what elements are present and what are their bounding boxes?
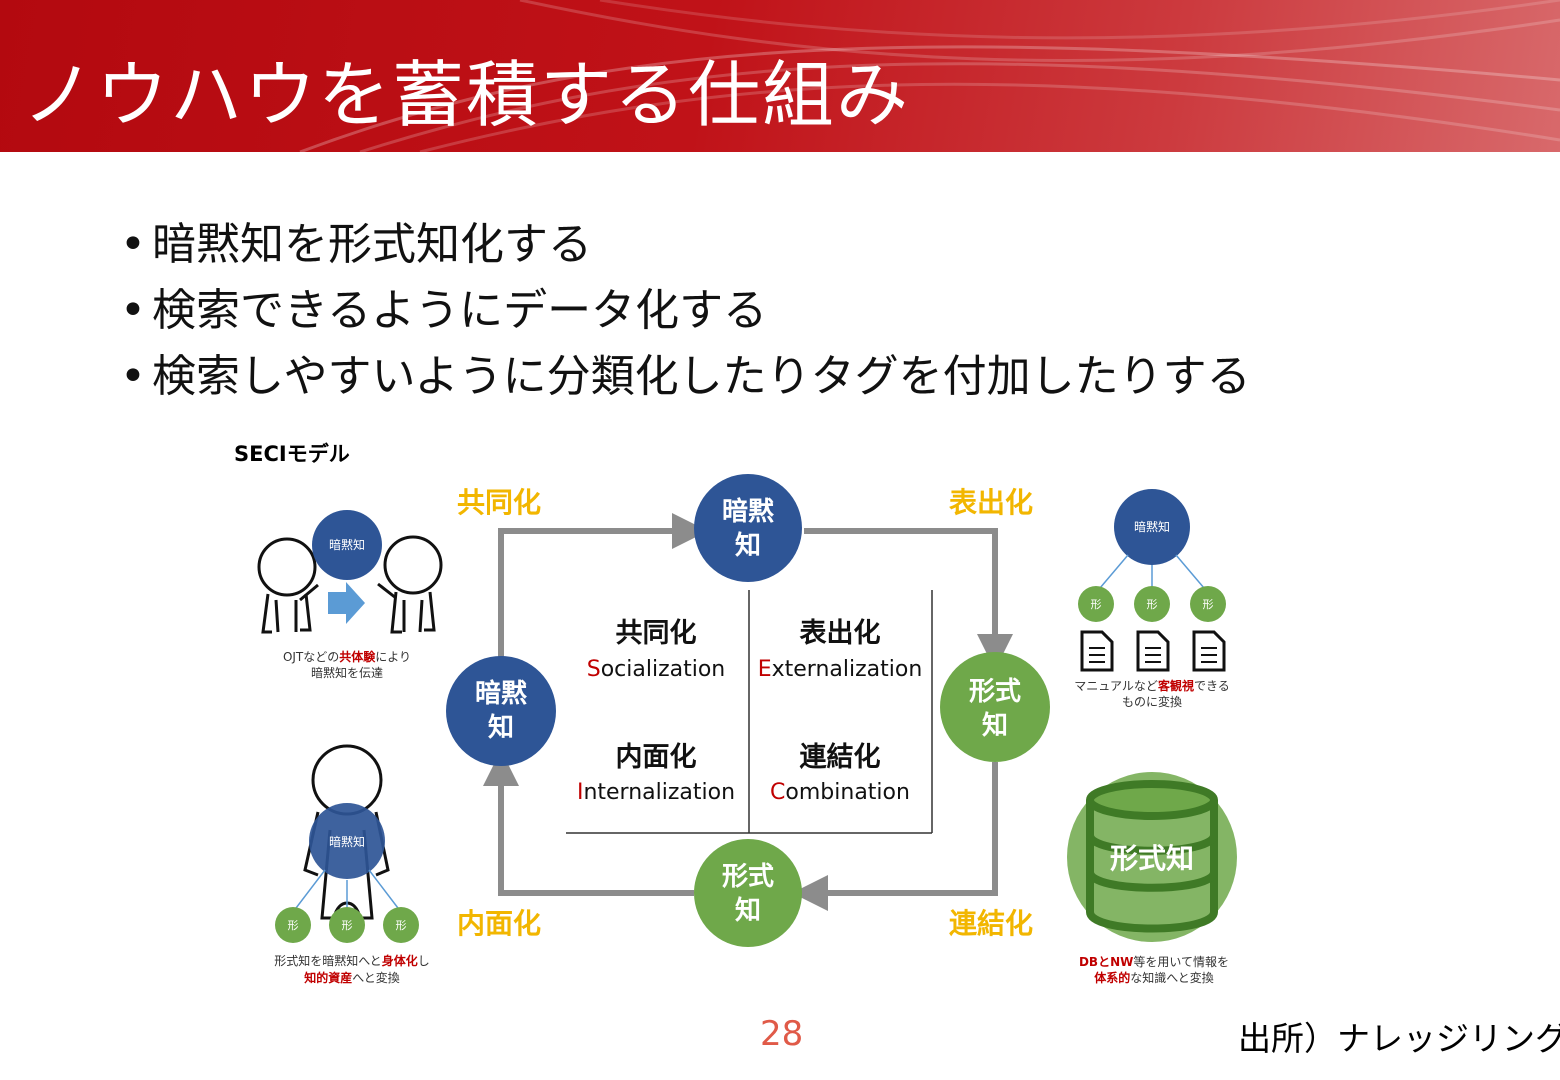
svg-text:形式: 形式 xyxy=(969,677,1021,707)
svg-text:内面化: 内面化 xyxy=(616,742,697,773)
internalization-illustration: 暗黙知 形 形 形 形式知を暗黙知へと身体化し 知的資産へと変換 xyxy=(274,744,430,985)
quadrant-externalization: 表出化 Externalization xyxy=(758,618,923,682)
svg-text:形式知: 形式知 xyxy=(1110,842,1194,875)
svg-text:共同化: 共同化 xyxy=(616,618,697,649)
page-number: 28 xyxy=(760,1014,804,1054)
title-banner: ノウハウを蓄積する仕組み xyxy=(0,0,1560,152)
corner-label-combination: 連結化 xyxy=(949,907,1033,940)
svg-text:DBとNW等を用いて情報を: DBとNW等を用いて情報を xyxy=(1079,955,1229,969)
source-citation: 出所）ナレッジリング xyxy=(1238,1019,1560,1058)
tacit-bubble-icon: 暗黙知 xyxy=(312,510,382,580)
person-right-icon xyxy=(377,535,443,634)
corner-label-socialization: 共同化 xyxy=(457,486,541,519)
svg-text:表出化: 表出化 xyxy=(800,618,881,649)
explicit-node-icon: 形 xyxy=(1134,586,1170,622)
svg-text:連結化: 連結化 xyxy=(800,741,881,773)
quadrant-internalization: 内面化 Internalization xyxy=(577,742,735,805)
header-wave-decoration xyxy=(299,0,1560,152)
explicit-node-icon: 形 xyxy=(275,907,311,943)
document-icon xyxy=(1080,630,1114,672)
document-icon xyxy=(1192,630,1226,672)
svg-text:体系的な知識へと変換: 体系的な知識へと変換 xyxy=(1094,970,1213,985)
svg-text:Internalization: Internalization xyxy=(577,780,735,805)
bullet-item: 検索しやすいように分類化したりタグを付加したりする xyxy=(120,344,1251,410)
svg-text:暗黙: 暗黙 xyxy=(475,679,527,709)
arrow-top-to-right xyxy=(804,528,1013,670)
circle-explicit-right: 形式 知 xyxy=(940,652,1050,762)
svg-text:知: 知 xyxy=(488,713,514,743)
bullet-item: 暗黙知を形式知化する xyxy=(120,212,1251,278)
bullet-list: 暗黙知を形式知化する 検索できるようにデータ化する 検索しやすいように分類化した… xyxy=(120,212,1251,410)
arrow-right-to-bottom xyxy=(792,762,998,911)
explicit-node-icon: 形 xyxy=(1078,586,1114,622)
tacit-bubble-icon: 暗黙知 xyxy=(1114,489,1190,565)
explicit-node-icon: 形 xyxy=(383,907,419,943)
circle-explicit-bottom: 形式 知 xyxy=(694,839,802,947)
quadrant-combination: 連結化 Combination xyxy=(770,741,910,805)
svg-text:形: 形 xyxy=(1147,598,1158,611)
bullet-item: 検索できるようにデータ化する xyxy=(120,278,1251,344)
svg-text:マニュアルなど客観視できる: マニュアルなど客観視できる xyxy=(1074,678,1229,693)
svg-text:OJTなどの共体験により: OJTなどの共体験により xyxy=(283,649,411,664)
svg-text:知: 知 xyxy=(735,896,761,926)
slide-title: ノウハウを蓄積する仕組み xyxy=(22,53,911,137)
arrow-left-to-top xyxy=(498,513,708,660)
svg-text:Combination: Combination xyxy=(770,780,910,805)
combination-illustration: 形式知 DBとNW等を用いて情報を 体系的な知識へと変換 xyxy=(1067,772,1237,985)
svg-text:知: 知 xyxy=(735,531,761,561)
database-icon: 形式知 xyxy=(1067,772,1237,942)
person-left-icon xyxy=(257,537,319,634)
svg-text:形: 形 xyxy=(1203,598,1214,611)
transfer-arrow-icon xyxy=(328,582,365,624)
svg-text:暗黙知: 暗黙知 xyxy=(329,834,365,849)
svg-text:ものに変換: ものに変換 xyxy=(1122,694,1182,709)
svg-text:暗黙知を伝達: 暗黙知を伝達 xyxy=(311,665,383,680)
svg-text:Externalization: Externalization xyxy=(758,657,923,682)
circle-tacit-left: 暗黙 知 xyxy=(446,656,556,766)
svg-text:形: 形 xyxy=(1091,598,1102,611)
corner-label-internalization: 内面化 xyxy=(457,907,541,940)
socialization-illustration: 暗黙知 OJTなどの共体験により 暗黙知を伝達 xyxy=(257,510,443,680)
corner-label-externalization: 表出化 xyxy=(949,486,1033,519)
explicit-node-icon: 形 xyxy=(329,907,365,943)
svg-text:形: 形 xyxy=(342,919,353,932)
svg-text:形: 形 xyxy=(288,919,299,932)
svg-text:暗黙知: 暗黙知 xyxy=(1134,519,1170,534)
externalization-illustration: 暗黙知 形 形 形 マニュアルなど客観視できる ものに変換 xyxy=(1074,489,1230,709)
svg-text:暗黙: 暗黙 xyxy=(722,497,774,527)
svg-text:暗黙知: 暗黙知 xyxy=(329,537,365,552)
circle-tacit-top: 暗黙 知 xyxy=(694,474,802,582)
quadrant-socialization: 共同化 Socialization xyxy=(587,618,726,682)
explicit-node-icon: 形 xyxy=(1190,586,1226,622)
svg-text:形: 形 xyxy=(396,919,407,932)
svg-text:知的資産へと変換: 知的資産へと変換 xyxy=(303,970,399,985)
document-icon xyxy=(1136,630,1170,672)
arrow-bottom-to-left xyxy=(483,750,694,896)
svg-text:形式知を暗黙知へと身体化し: 形式知を暗黙知へと身体化し xyxy=(274,953,429,968)
seci-model-label: SECIモデル xyxy=(234,442,350,466)
svg-text:形式: 形式 xyxy=(722,862,774,892)
tacit-bubble-icon: 暗黙知 xyxy=(309,803,385,879)
svg-text:知: 知 xyxy=(982,711,1008,741)
svg-text:Socialization: Socialization xyxy=(587,657,726,682)
